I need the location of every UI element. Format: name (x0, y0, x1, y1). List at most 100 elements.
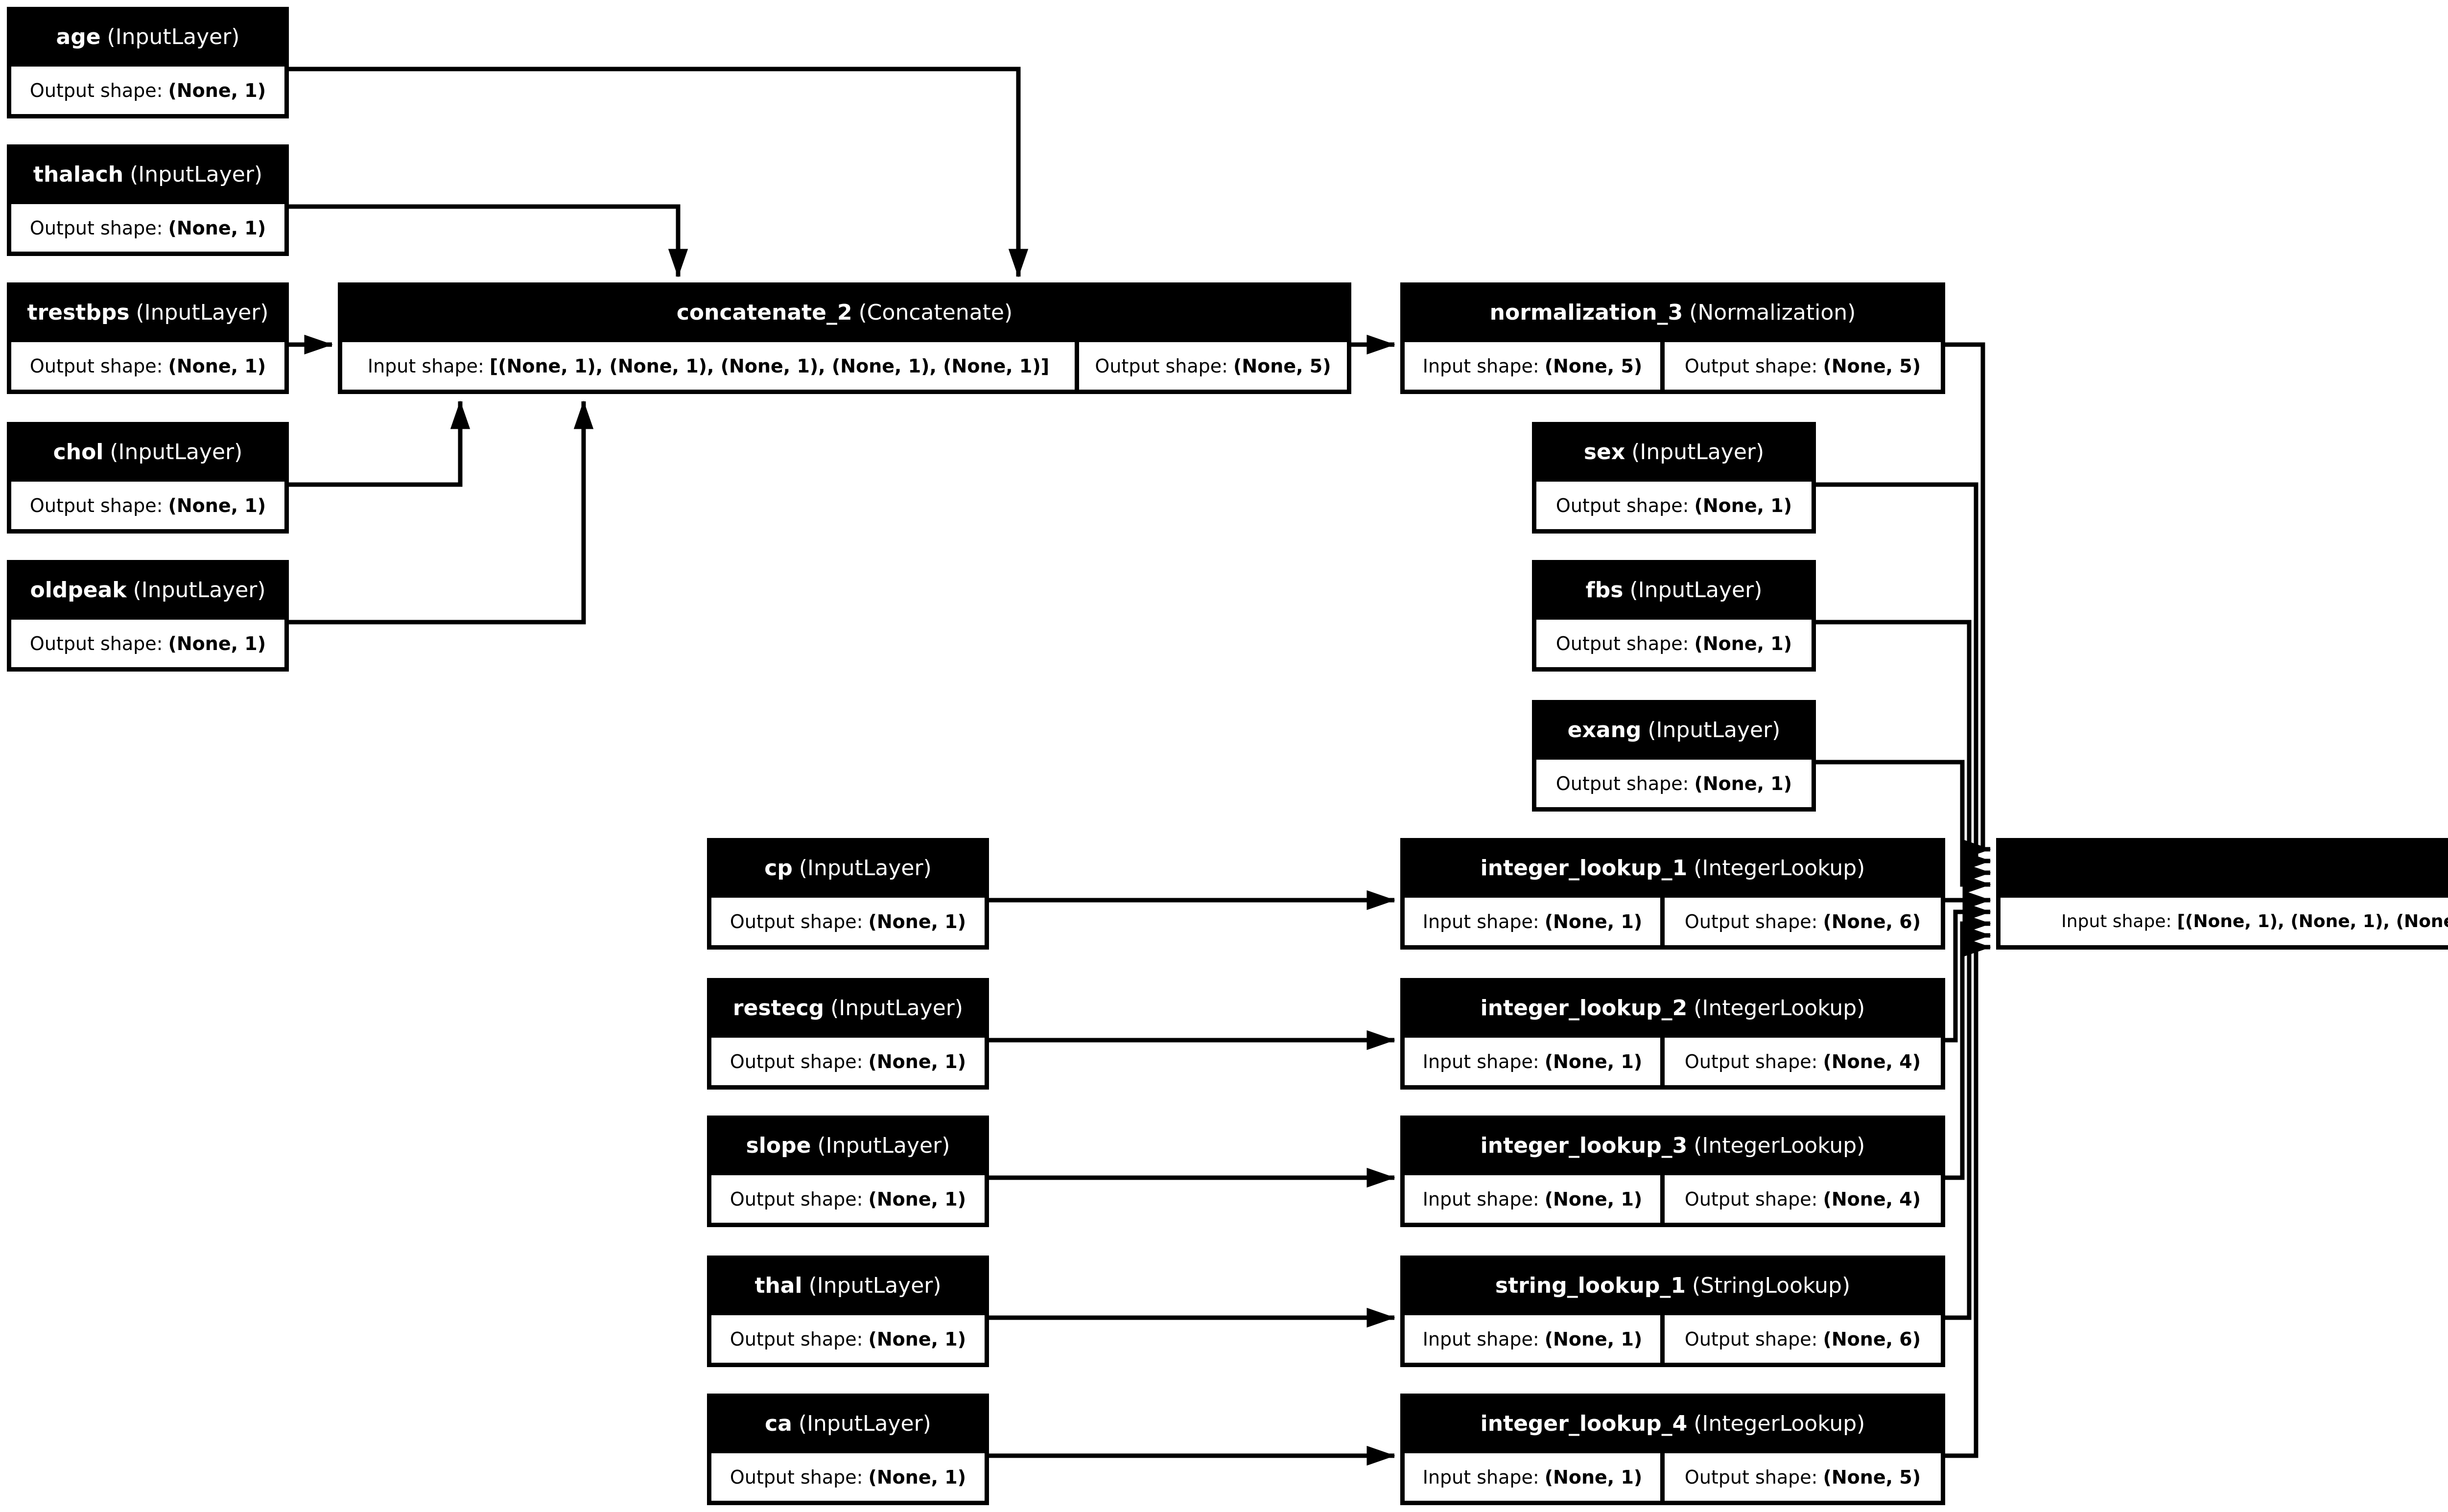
input-shape-cell: Input shape:(None, 1) (1405, 1453, 1660, 1501)
output-shape-value: (None, 1) (868, 1050, 966, 1072)
layer-type: (Concatenate) (858, 300, 1013, 325)
node-sex-title: sex(InputLayer) (1532, 422, 1816, 482)
output-shape-cell: Output shape:(None, 1) (11, 482, 284, 529)
node-oldpeak-title: oldpeak(InputLayer) (7, 560, 289, 620)
output-shape-label: Output shape: (1684, 910, 1818, 932)
output-shape-value: (None, 1) (1694, 772, 1792, 794)
output-shape-label: Output shape: (730, 1050, 863, 1072)
output-shape-value: (None, 4) (1823, 1188, 1921, 1210)
output-shape-value: (None, 1) (168, 79, 266, 101)
node-trestbps: trestbps(InputLayer) Output shape:(None,… (7, 282, 289, 394)
layer-type: (InputLayer) (1629, 577, 1763, 603)
layer-type: (InputLayer) (107, 24, 240, 49)
node-concatenate_2: concatenate_2(Concatenate) Input shape:[… (338, 282, 1351, 394)
layer-type: (IntegerLookup) (1694, 1411, 1865, 1436)
output-shape-label: Output shape: (1684, 355, 1818, 377)
output-shape-cell: Output shape:(None, 1) (1536, 482, 1812, 529)
output-shape-cell: Output shape:(None, 1) (1536, 620, 1812, 667)
node-string_lookup_1: string_lookup_1(StringLookup) Input shap… (1400, 1256, 1945, 1367)
layer-name: integer_lookup_2 (1480, 995, 1688, 1021)
input-shape-value: (None, 5) (1544, 355, 1643, 377)
layer-name: ca (765, 1411, 792, 1436)
node-concatenate_3: concatenate_3(Concatenate) Input shape:[… (1996, 838, 2448, 950)
node-sex: sex(InputLayer) Output shape:(None, 1) (1532, 422, 1816, 534)
node-ca-title: ca(InputLayer) (707, 1394, 989, 1453)
layer-name: concatenate_2 (676, 300, 852, 325)
edge-fbs-to-concatenate_3 (1816, 620, 1991, 883)
output-shape-label: Output shape: (29, 355, 163, 377)
input-shape-value: (None, 1) (1544, 1188, 1643, 1210)
input-shape-value: [(None, 1), (None, 1), (None, 1), (None,… (489, 355, 1050, 377)
input-shape-value: (None, 1) (1544, 1328, 1643, 1350)
output-shape-value: (None, 5) (1823, 355, 1921, 377)
output-shape-cell: Output shape:(None, 1) (11, 204, 284, 252)
node-integer_lookup_2: integer_lookup_2(IntegerLookup) Input sh… (1400, 978, 1945, 1090)
output-shape-label: Output shape: (1095, 355, 1228, 377)
output-shape-label: Output shape: (29, 494, 163, 516)
edge-thalach-to-concatenate_2 (289, 204, 688, 278)
output-shape-value: (None, 1) (168, 632, 266, 654)
layer-type: (InputLayer) (1631, 439, 1765, 465)
node-ca: ca(InputLayer) Output shape:(None, 1) (707, 1394, 989, 1505)
node-string_lookup_1-title: string_lookup_1(StringLookup) (1400, 1256, 1945, 1315)
input-shape-cell: Input shape:(None, 1) (1405, 898, 1660, 945)
layer-type: (IntegerLookup) (1694, 1133, 1865, 1158)
edge-integer_lookup_3-to-concatenate_3 (1945, 913, 1991, 1180)
node-exang: exang(InputLayer) Output shape:(None, 1) (1532, 700, 1816, 812)
output-shape-label: Output shape: (1555, 494, 1689, 516)
edge-string_lookup_1-to-concatenate_3 (1945, 925, 1991, 1320)
output-shape-label: Output shape: (29, 79, 163, 101)
input-shape-label: Input shape: (2061, 911, 2172, 931)
layer-name: normalization_3 (1489, 300, 1683, 325)
input-shape-label: Input shape: (1422, 1050, 1539, 1072)
output-shape-cell: Output shape:(None, 4) (1665, 1038, 1941, 1085)
input-shape-value: (None, 1) (1544, 1050, 1643, 1072)
layer-name: integer_lookup_4 (1480, 1411, 1688, 1436)
layer-type: (InputLayer) (136, 300, 269, 325)
node-thalach: thalach(InputLayer) Output shape:(None, … (7, 144, 289, 256)
node-cp: cp(InputLayer) Output shape:(None, 1) (707, 838, 989, 950)
output-shape-cell: Output shape:(None, 1) (711, 1315, 985, 1363)
input-shape-cell: Input shape:[(None, 1), (None, 1), (None… (342, 342, 1075, 390)
layer-name: slope (746, 1133, 811, 1158)
node-cp-title: cp(InputLayer) (707, 838, 989, 898)
layer-type: (InputLayer) (130, 162, 263, 187)
input-shape-label: Input shape: (1422, 355, 1539, 377)
input-shape-value: (None, 1) (1544, 1466, 1643, 1488)
node-trestbps-title: trestbps(InputLayer) (7, 282, 289, 342)
input-shape-value: (None, 1) (1544, 910, 1643, 932)
input-shape-label: Input shape: (1422, 910, 1539, 932)
layer-name: exang (1567, 717, 1642, 743)
layer-name: fbs (1585, 577, 1624, 603)
output-shape-cell: Output shape:(None, 5) (1665, 1453, 1941, 1501)
output-shape-label: Output shape: (1684, 1050, 1818, 1072)
node-integer_lookup_3-title: integer_lookup_3(IntegerLookup) (1400, 1116, 1945, 1175)
input-shape-cell: Input shape:(None, 1) (1405, 1038, 1660, 1085)
edge-chol-to-concatenate_2 (289, 400, 471, 487)
node-integer_lookup_1: integer_lookup_1(IntegerLookup) Input sh… (1400, 838, 1945, 950)
output-shape-cell: Output shape:(None, 6) (1665, 898, 1941, 945)
node-integer_lookup_4: integer_lookup_4(IntegerLookup) Input sh… (1400, 1394, 1945, 1505)
output-shape-label: Output shape: (29, 217, 163, 239)
node-restecg: restecg(InputLayer) Output shape:(None, … (707, 978, 989, 1090)
output-shape-label: Output shape: (1555, 772, 1689, 794)
node-chol-title: chol(InputLayer) (7, 422, 289, 482)
layer-name: integer_lookup_1 (1480, 855, 1688, 881)
node-thal: thal(InputLayer) Output shape:(None, 1) (707, 1256, 989, 1367)
output-shape-cell: Output shape:(None, 5) (1079, 342, 1347, 390)
node-thalach-title: thalach(InputLayer) (7, 144, 289, 204)
output-shape-cell: Output shape:(None, 1) (711, 898, 985, 945)
layer-type: (InputLayer) (1648, 717, 1781, 743)
output-shape-value: (None, 6) (1823, 910, 1921, 932)
output-shape-value: (None, 1) (1694, 494, 1792, 516)
layer-name: trestbps (27, 300, 130, 325)
input-shape-cell: Input shape:(None, 1) (1405, 1175, 1660, 1223)
node-concatenate_2-title: concatenate_2(Concatenate) (338, 282, 1351, 342)
input-shape-cell: Input shape:[(None, 1), (None, 1), (None… (2001, 898, 2448, 945)
output-shape-value: (None, 1) (168, 217, 266, 239)
layer-name: restecg (732, 995, 824, 1021)
layer-type: (InputLayer) (799, 855, 932, 881)
node-normalization_3-title: normalization_3(Normalization) (1400, 282, 1945, 342)
output-shape-value: (None, 1) (868, 910, 966, 932)
output-shape-cell: Output shape:(None, 6) (1665, 1315, 1941, 1363)
